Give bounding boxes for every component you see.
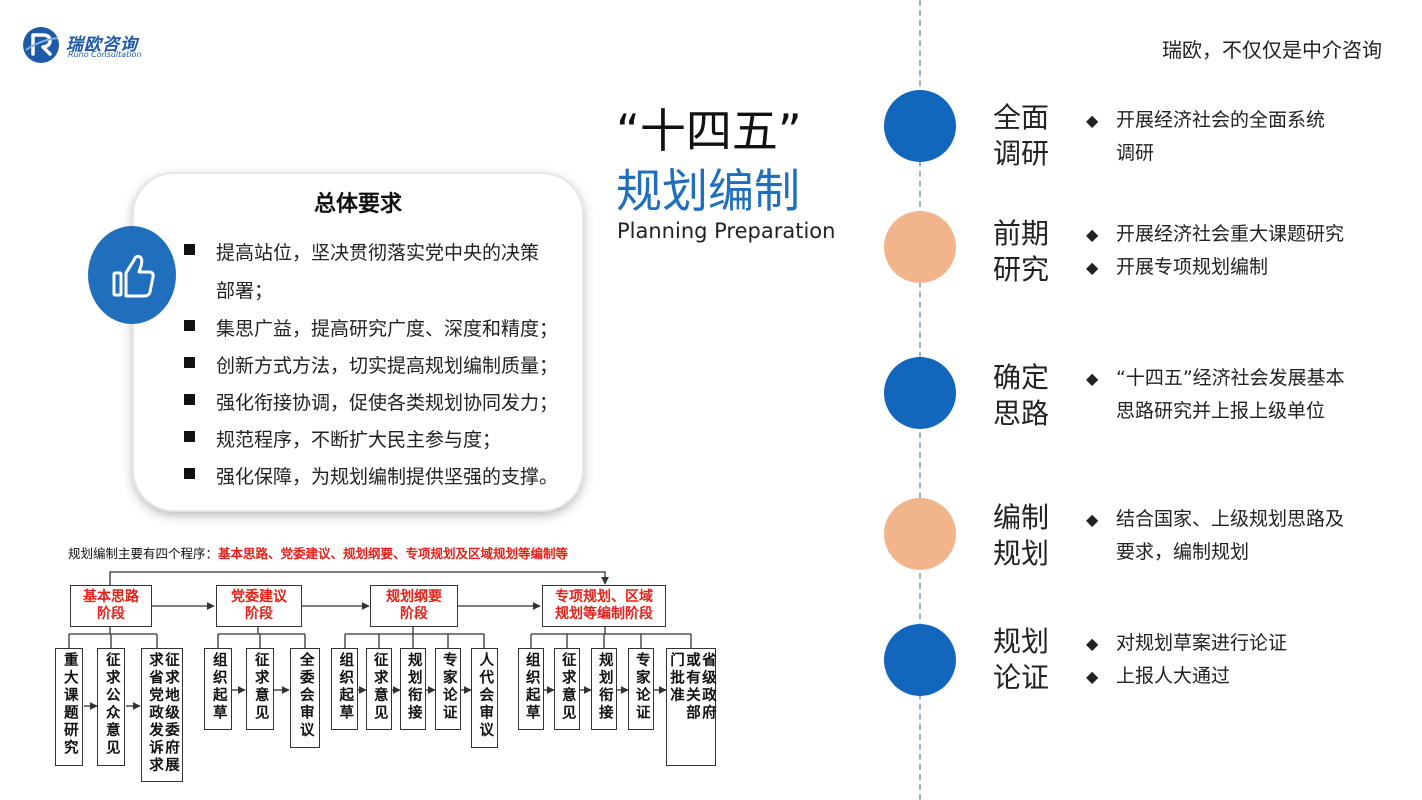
- company-logo: 瑞欧咨询 Runo Consultation: [22, 26, 172, 66]
- process-step: 专家论证: [628, 648, 654, 730]
- logo-cn-text: 瑞欧咨询: [66, 35, 138, 55]
- diamond-bullet-icon: ◆: [1086, 258, 1099, 277]
- stage-basic-ideas: 基本思路阶段: [70, 585, 152, 627]
- square-bullet-icon: [184, 468, 195, 479]
- requirements-title: 总体要求: [313, 192, 402, 217]
- process-caption: 规划编制主要有四个程序：基本思路、党委建议、规划纲要、专项规划及区域规划等编制等: [68, 546, 569, 561]
- timeline-dot-blue: [884, 357, 956, 429]
- square-bullet-icon: [184, 244, 195, 255]
- diamond-bullet-icon: ◆: [1086, 225, 1099, 244]
- diamond-bullet-icon: ◆: [1086, 369, 1099, 388]
- timeline-dot-peach: [884, 498, 956, 570]
- process-step: 重大课题研究: [55, 648, 83, 766]
- timeline-dot-blue: [884, 624, 956, 696]
- thumbs-up-icon: [112, 254, 155, 298]
- process-step: 省级政府或有关部门批准: [666, 648, 716, 766]
- process-step: 全委会审议: [290, 648, 320, 748]
- diamond-bullet-icon: ◆: [1086, 667, 1099, 686]
- stage-plan-outline: 规划纲要阶段: [370, 585, 458, 627]
- process-step: 征求地级委府展求省党政发诉求: [141, 648, 183, 782]
- timeline-step-title: 规划论证: [993, 625, 1050, 694]
- square-bullet-icon: [184, 394, 195, 405]
- diamond-bullet-icon: ◆: [1086, 510, 1099, 529]
- square-bullet-icon: [184, 357, 195, 368]
- timeline-step-title: 确定思路: [993, 361, 1050, 430]
- page-title-english: Planning Preparation: [617, 219, 836, 243]
- stage-party-proposal: 党委建议阶段: [216, 585, 302, 627]
- timeline-step-title: 编制规划: [993, 501, 1050, 570]
- process-step: 征求公众意见: [97, 648, 125, 766]
- timeline-step-title: 全面调研: [993, 101, 1050, 170]
- process-step: 组织起草: [518, 648, 544, 730]
- square-bullet-icon: [184, 320, 195, 331]
- page-subtitle: 规划编制: [616, 164, 800, 218]
- process-step: 规划衔接: [400, 648, 426, 730]
- process-step: 人代会审议: [471, 648, 498, 748]
- slogan: 瑞欧，不仅仅是中介咨询: [1162, 38, 1382, 62]
- process-step: 规划衔接: [591, 648, 617, 730]
- page-title: “十四五”: [616, 104, 802, 158]
- process-step: 征求意见: [366, 648, 392, 730]
- square-bullet-icon: [184, 431, 195, 442]
- diamond-bullet-icon: ◆: [1086, 634, 1099, 653]
- process-step: 专家论证: [435, 648, 461, 730]
- process-step: 征求意见: [246, 648, 274, 730]
- timeline-step-title: 前期研究: [993, 217, 1050, 286]
- process-step: 征求意见: [554, 648, 580, 730]
- timeline-dot-peach: [884, 211, 956, 283]
- stage-special-regional: 专项规划、区域规划等编制阶段: [542, 585, 666, 627]
- process-step: 组织起草: [331, 648, 358, 730]
- diamond-bullet-icon: ◆: [1086, 111, 1099, 130]
- logo-en-text: Runo Consultation: [68, 50, 142, 59]
- timeline-dot-blue: [884, 90, 956, 162]
- requirements-card: 总体要求 提高站位，坚决贯彻落实党中央的决策 部署； 集思广益，提高研究广度、深…: [134, 174, 582, 510]
- process-step: 组织起草: [204, 648, 232, 730]
- logo-mark-icon: [23, 27, 59, 63]
- thumbs-up-badge: [88, 226, 176, 324]
